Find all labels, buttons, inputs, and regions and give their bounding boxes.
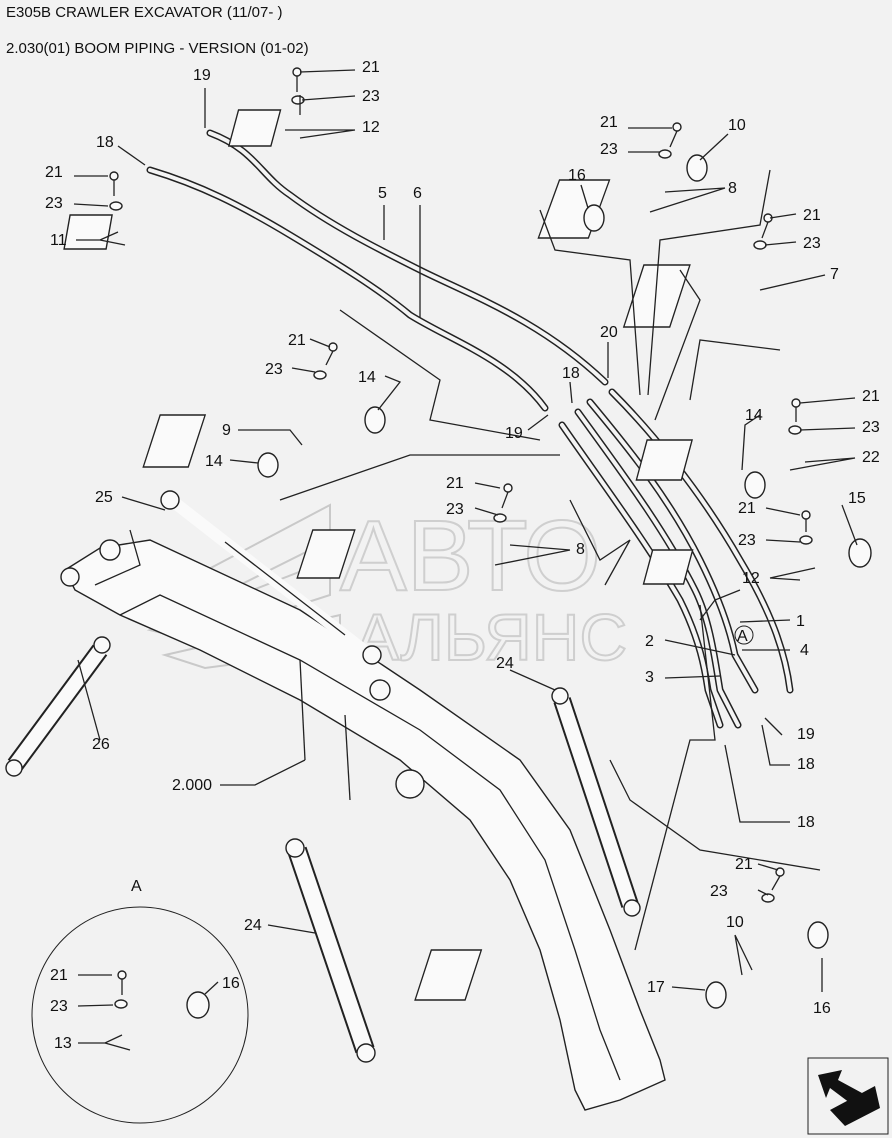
callout-21: 21 [862, 388, 880, 405]
callout-23: 23 [600, 141, 618, 158]
callout-18: 18 [797, 814, 815, 831]
callout-14: 14 [358, 369, 376, 386]
detail-view-a: A [31, 878, 249, 1124]
clamp-10-bottom [414, 867, 829, 1009]
callout-21: 21 [446, 475, 464, 492]
callout-23: 23 [710, 883, 728, 900]
callout-10: 10 [728, 117, 746, 134]
callout-23: 23 [265, 361, 283, 378]
callout-10: 10 [726, 914, 744, 931]
callout-18: 18 [96, 134, 114, 151]
callout-18: 18 [797, 756, 815, 773]
callout-21: 21 [362, 59, 380, 76]
callout-4: 4 [800, 642, 809, 659]
clamp-8-top [537, 122, 708, 239]
clamp-12-top [227, 67, 305, 147]
callout-7: 7 [830, 266, 839, 283]
callout-18: 18 [562, 365, 580, 382]
callout-21: 21 [738, 500, 756, 517]
watermark-top-text: АВТО [340, 500, 601, 612]
callout-8: 8 [728, 180, 737, 197]
callout-26: 26 [92, 736, 110, 753]
callout-2.000: 2.000 [172, 777, 212, 794]
callout-23: 23 [362, 88, 380, 105]
clamp-22 [635, 398, 802, 499]
cylinder-24-right [551, 687, 641, 917]
pipe-5-and-6 [146, 129, 609, 412]
callout-23: 23 [50, 998, 68, 1015]
callout-14: 14 [745, 407, 763, 424]
callout-labels: 19 21 23 12 18 21 23 11 5 6 21 23 10 16 … [45, 59, 880, 1052]
callout-23: 23 [803, 235, 821, 252]
callout-12: 12 [742, 570, 760, 587]
callout-23: 23 [862, 419, 880, 436]
cylinder-25 [160, 490, 382, 665]
callout-21: 21 [50, 967, 68, 984]
callout-24: 24 [244, 917, 262, 934]
detail-view-label: A [131, 878, 142, 895]
cylinder-26 [5, 636, 111, 777]
callout-24: 24 [496, 655, 514, 672]
callout-5: 5 [378, 185, 387, 202]
leader-lines [73, 69, 858, 992]
callout-21: 21 [803, 207, 821, 224]
pipe-bundle-1-2-3-4 [558, 388, 794, 729]
callout-21: 21 [600, 114, 618, 131]
callout-11: 11 [50, 232, 67, 249]
clamp-8-middle [296, 483, 513, 579]
callout-21: 21 [735, 856, 753, 873]
page-title: E305B CRAWLER EXCAVATOR (11/07- ) [6, 4, 283, 21]
callout-21: 21 [45, 164, 63, 181]
callout-13: 13 [54, 1035, 72, 1052]
section-marker-label: A [737, 628, 748, 645]
callout-2: 2 [645, 633, 654, 650]
callout-6: 6 [413, 185, 422, 202]
callout-20: 20 [600, 324, 618, 341]
callout-3: 3 [645, 669, 654, 686]
callout-23: 23 [738, 532, 756, 549]
callout-22: 22 [862, 449, 880, 466]
clamp-11 [63, 171, 123, 250]
clamp-9 [142, 342, 386, 478]
callout-19: 19 [797, 726, 815, 743]
callout-23: 23 [45, 195, 63, 212]
callout-15: 15 [848, 490, 866, 507]
callout-19: 19 [505, 425, 523, 442]
callout-12: 12 [362, 119, 380, 136]
callout-17: 17 [647, 979, 665, 996]
callout-8: 8 [576, 541, 585, 558]
callout-9: 9 [222, 422, 231, 439]
section-marker-a: A [734, 625, 754, 645]
callout-23: 23 [446, 501, 464, 518]
next-page-arrow-icon[interactable] [807, 1057, 889, 1135]
callout-16: 16 [568, 167, 586, 184]
page-subtitle: 2.030(01) BOOM PIPING - VERSION (01-02) [6, 40, 309, 57]
clamp-12-right [642, 510, 872, 585]
callout-25: 25 [95, 489, 113, 506]
callout-19: 19 [193, 67, 211, 84]
watermark-bottom-text: АЛЬЯНС [355, 600, 627, 674]
callout-16: 16 [222, 975, 240, 992]
clamp-7 [622, 213, 773, 328]
callout-14: 14 [205, 453, 223, 470]
callout-1: 1 [796, 613, 805, 630]
callout-21: 21 [288, 332, 306, 349]
callout-16: 16 [813, 1000, 831, 1017]
cylinder-24-left [285, 838, 376, 1063]
